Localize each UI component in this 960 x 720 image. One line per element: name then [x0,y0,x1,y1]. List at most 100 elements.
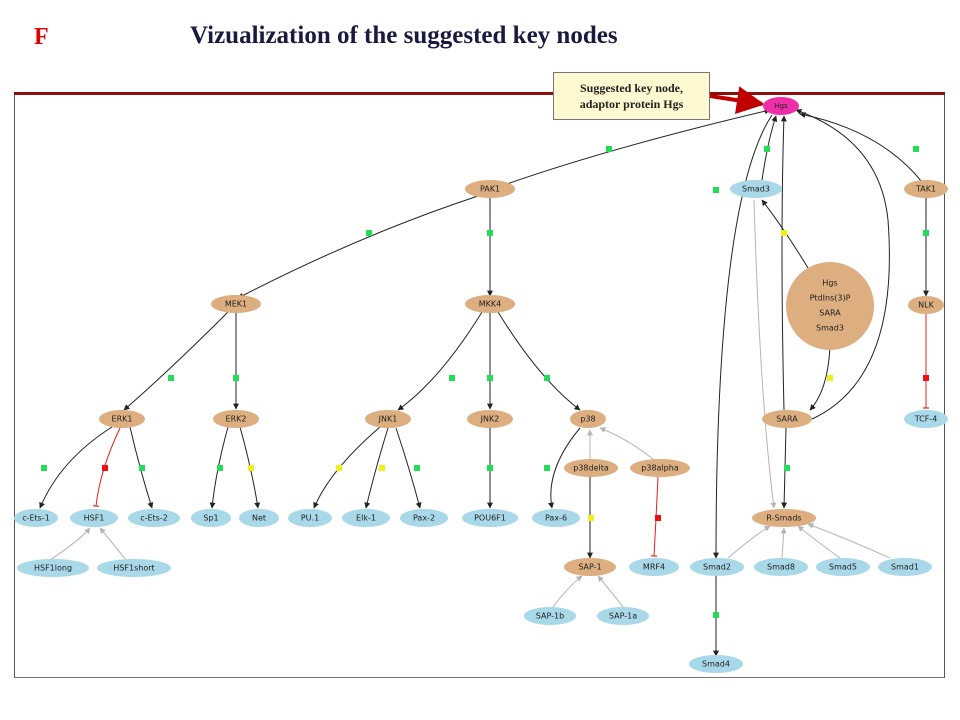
node-smad8[interactable]: Smad8 [754,558,808,576]
node-hgs[interactable]: Hgs [763,97,799,115]
marker-activation [784,465,790,471]
node-pu1[interactable]: PU.1 [288,509,332,527]
node-cets2[interactable]: c-Ets-2 [128,509,180,527]
panel-letter: F [34,24,49,50]
node-smad3[interactable]: Smad3 [730,180,782,198]
edge-smad3-rsmads [753,199,777,509]
node-tak1[interactable]: TAK1 [904,180,948,198]
node-mrf4[interactable]: MRF4 [629,558,679,576]
node-pou6f1[interactable]: POU6F1 [462,509,518,527]
svg-text:PU.1: PU.1 [301,514,319,523]
marker-neutral [827,375,833,381]
svg-text:POU6F1: POU6F1 [474,514,506,523]
marker-activation [168,375,174,381]
marker-activation [366,230,372,236]
node-tcf4[interactable]: TCF-4 [904,410,948,428]
node-smad2[interactable]: Smad2 [690,558,744,576]
node-jnk1[interactable]: JNK1 [365,410,411,428]
node-sp1[interactable]: Sp1 [191,509,231,527]
node-erk1[interactable]: ERK1 [99,410,145,428]
edge-mkk4-p38 [497,311,581,411]
node-nlk[interactable]: NLK [908,296,944,314]
node-mek1[interactable]: MEK1 [211,295,261,313]
marker-activation [449,375,455,381]
node-pax2[interactable]: Pax-2 [400,509,448,527]
node-rsmads[interactable]: R-Smads [752,509,816,527]
edge-sara-hgs [780,115,787,411]
svg-text:Hgs: Hgs [774,102,788,110]
node-mkk4[interactable]: MKK4 [465,295,515,313]
edge-jnk1-pu1 [313,426,381,509]
svg-text:HSF1short: HSF1short [113,564,154,573]
node-sap1a[interactable]: SAP-1a [597,607,649,625]
svg-text:SARA: SARA [819,309,841,318]
svg-text:NLK: NLK [918,301,934,310]
node-net[interactable]: Net [239,509,279,527]
edge-tak1-hgs [799,112,923,183]
marker-activation [923,230,929,236]
node-cets1[interactable]: c-Ets-1 [14,509,58,527]
node-pak1[interactable]: PAK1 [465,180,515,198]
marker-activation [764,146,770,152]
marker-activation [544,465,550,471]
node-hsf1short[interactable]: HSF1short [97,559,171,577]
node-elk1[interactable]: Elk-1 [342,509,390,527]
svg-text:JNK1: JNK1 [378,415,398,424]
edge-p38-pax6 [548,427,581,509]
marker-activation [233,375,239,381]
svg-text:SAP-1: SAP-1 [578,563,601,572]
svg-text:Pax-2: Pax-2 [413,514,435,523]
svg-text:Smad5: Smad5 [829,563,857,572]
svg-text:Smad3: Smad3 [742,185,770,194]
svg-text:p38: p38 [580,415,595,424]
node-complex[interactable]: Hgs PtdIns(3)P SARA Smad3 [786,262,874,350]
node-pax6[interactable]: Pax-6 [532,509,580,527]
nodes: Hgs PAK1 Smad3 TAK1 Hgs PtdIns(3)P SARA … [14,97,948,673]
edge-hgs-smad2 [713,114,773,559]
edge-smad3-hgs [761,115,778,181]
node-p38delta[interactable]: p38delta [564,459,618,477]
node-erk2[interactable]: ERK2 [213,410,259,428]
svg-text:R-Smads: R-Smads [766,514,801,523]
node-smad5[interactable]: Smad5 [816,558,870,576]
edge-sara-hgs-loop [795,108,890,421]
svg-text:Smad4: Smad4 [702,660,730,669]
svg-text:MEK1: MEK1 [225,300,247,309]
node-sap1b[interactable]: SAP-1b [524,607,576,625]
marker-activation [913,146,919,152]
node-smad1[interactable]: Smad1 [878,558,932,576]
marker-activation [139,465,145,471]
edge-jnk1-elk1 [364,427,389,509]
node-jnk2[interactable]: JNK2 [467,410,513,428]
svg-text:Smad8: Smad8 [767,563,795,572]
node-sara[interactable]: SARA [762,410,812,428]
edge-smad5-rsmads [797,525,841,559]
edge-jnk1-pax2 [395,427,422,509]
marker-inhibition [102,465,108,471]
svg-text:Pax-6: Pax-6 [545,514,567,523]
node-hsf1long[interactable]: HSF1long [17,559,89,577]
marker-neutral [588,515,594,521]
callout-line-2: adaptor protein Hgs [579,97,684,111]
svg-text:p38delta: p38delta [573,464,609,473]
node-p38alpha[interactable]: p38alpha [630,459,690,477]
marker-activation [41,465,47,471]
svg-text:ERK1: ERK1 [112,415,133,424]
svg-text:c-Ets-1: c-Ets-1 [22,514,50,523]
svg-text:HSF1: HSF1 [84,514,105,523]
edge-sap1a-sap1 [597,575,625,609]
node-hsf1[interactable]: HSF1 [70,509,118,527]
node-smad4[interactable]: Smad4 [689,655,743,673]
edge-smad2-rsmads [727,525,771,559]
node-sap1[interactable]: SAP-1 [564,558,616,576]
edge-markers [41,146,929,618]
marker-activation [713,612,719,618]
node-p38[interactable]: p38 [570,410,606,428]
svg-text:Elk-1: Elk-1 [356,514,376,523]
marker-activation [713,187,719,193]
callout-arrow [709,86,765,115]
edge-mek1-erk1 [123,311,229,411]
marker-inhibition [923,375,929,381]
edge-hsf1short-hsf1 [99,527,127,561]
edge-complex-sara [809,345,831,411]
